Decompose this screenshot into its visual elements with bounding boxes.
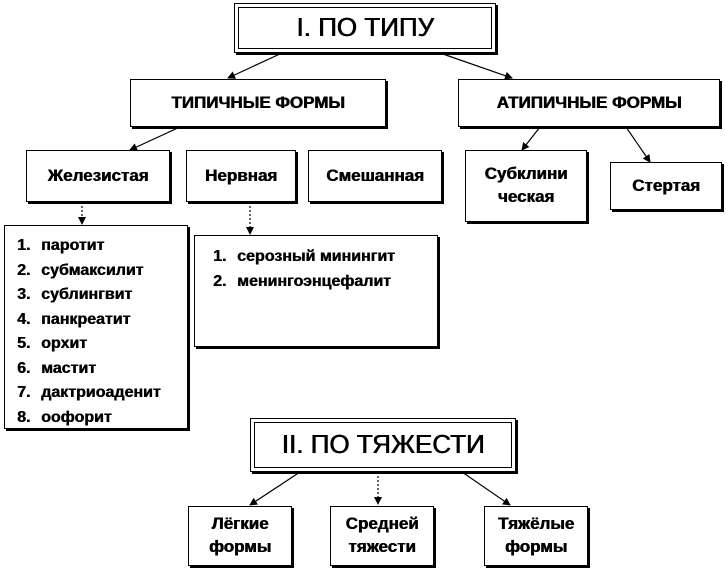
arrow-severity-to-severe: [461, 471, 511, 506]
list-item: 5.орхит: [17, 335, 87, 352]
moderate-forms-label: Средней тяжести: [345, 514, 419, 556]
subclinical-form-label: Субклини ческая: [484, 164, 568, 206]
list-item: 3.сублингвит: [17, 286, 133, 303]
glandular-form-box: Железистая: [26, 150, 170, 202]
list-item: 1.серозный минингит: [213, 248, 395, 265]
arrow-type-to-typical: [227, 52, 283, 79]
title-by-type-label: I. ПО ТИПУ: [296, 12, 434, 43]
nervous-form-box: Нервная: [186, 150, 296, 202]
arrow-typical-to-glandular: [129, 126, 181, 151]
erased-form-box: Стертая: [610, 162, 722, 210]
arrow-type-to-atypical: [439, 52, 513, 80]
nervous-form-label: Нервная: [204, 165, 278, 185]
list-item: 6.мастит: [17, 359, 96, 377]
list-item: 4.панкреатит: [17, 310, 131, 328]
subclinical-form-box: Субклини ческая: [465, 150, 587, 222]
mixed-form-box: Смешанная: [308, 150, 442, 202]
arrow-severity-to-mild: [249, 471, 301, 506]
glandular-form-label: Железистая: [47, 165, 149, 185]
list-item: 2.субмаксилит: [17, 261, 144, 279]
list-item: 1.паротит: [17, 237, 105, 254]
arrow-atypical-to-erased: [625, 126, 651, 163]
glandular-complications-list: 1.паротит 2.субмаксилит 3.сублингвит 4.п…: [4, 225, 188, 429]
nervous-complications-list: 1.серозный минингит 2.менингоэнцефалит: [194, 235, 438, 347]
erased-form-label: Стертая: [632, 175, 700, 195]
nervous-list: 1.серозный минингит 2.менингоэнцефалит: [213, 244, 437, 294]
title-by-severity-label: II. ПО ТЯЖЕСТИ: [281, 429, 485, 460]
atypical-forms-box: АТИПИЧНЫЕ ФОРМЫ: [458, 79, 720, 127]
typical-forms-box: ТИПИЧНЫЕ ФОРМЫ: [130, 79, 386, 127]
typical-forms-label: ТИПИЧНЫЕ ФОРМЫ: [171, 92, 345, 112]
mixed-form-label: Смешанная: [326, 165, 424, 185]
title-by-type: I. ПО ТИПУ: [234, 3, 496, 53]
moderate-forms-box: Средней тяжести: [330, 506, 434, 566]
glandular-list: 1.паротит 2.субмаксилит 3.сублингвит 4.п…: [17, 234, 187, 430]
atypical-forms-label: АТИПИЧНЫЕ ФОРМЫ: [496, 92, 682, 112]
severe-forms-box: Тяжёлые формы: [484, 506, 588, 566]
severe-forms-label: Тяжёлые формы: [497, 514, 575, 556]
list-item: 8.оофорит: [17, 408, 112, 426]
arrow-atypical-to-subclinical: [521, 126, 541, 151]
list-item: 7.дактриоаденит: [17, 384, 161, 401]
title-by-severity: II. ПО ТЯЖЕСТИ: [250, 418, 516, 472]
mild-forms-box: Лёгкие формы: [188, 506, 292, 566]
list-item: 2.менингоэнцефалит: [213, 273, 391, 290]
mild-forms-label: Лёгкие формы: [208, 514, 272, 556]
